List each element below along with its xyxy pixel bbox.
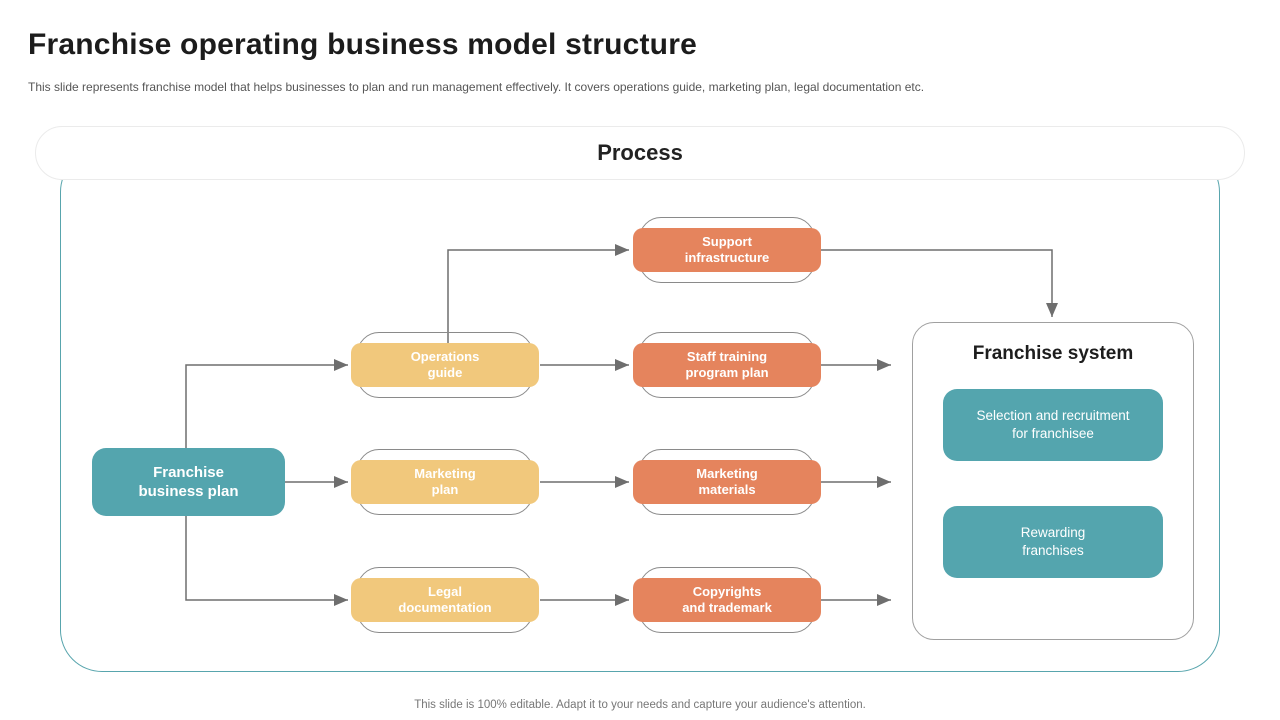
node-staff-training-program-plan: Staff training program plan [633, 332, 821, 398]
node-copyrights-and-trademark: Copyrights and trademark [633, 567, 821, 633]
node-marketing-plan: Marketing plan [351, 449, 539, 515]
step-rewarding-franchises: Rewarding franchises [943, 506, 1163, 578]
node-support-infrastructure: Support infrastructure [633, 217, 821, 283]
node-label-line: and trademark [682, 600, 772, 615]
node-legal-documentation: Legal documentation [351, 567, 539, 633]
node-label-line: plan [431, 482, 459, 497]
step-label-line: franchises [1022, 543, 1084, 558]
step-selection-recruitment: Selection and recruitment for franchisee [943, 389, 1163, 461]
process-header-label: Process [597, 140, 683, 165]
node-label-line: business plan [138, 483, 239, 500]
franchise-system-panel: Franchise system Selection and recruitme… [912, 322, 1194, 640]
node-label-line: Support [702, 234, 752, 249]
step-label-line: for franchisee [1012, 426, 1094, 441]
node-label-line: materials [698, 482, 756, 497]
node-operations-guide: Operations guide [351, 332, 539, 398]
node-label-line: Legal [428, 584, 462, 599]
node-franchise-business-plan: Franchise business plan [92, 448, 285, 516]
slide-subtitle: This slide represents franchise model th… [28, 80, 925, 94]
step-label-line: Selection and recruitment [976, 408, 1130, 423]
node-label-line: Marketing [414, 466, 476, 481]
page-title: Franchise operating business model struc… [28, 28, 697, 61]
node-marketing-materials: Marketing materials [633, 449, 821, 515]
node-label-line: documentation [398, 600, 492, 615]
process-header-bar: Process [35, 126, 1245, 180]
node-label-line: Operations [410, 349, 480, 364]
node-label-line: program plan [685, 365, 769, 380]
slide-footer-note: This slide is 100% editable. Adapt it to… [414, 699, 866, 711]
node-label-line: guide [427, 365, 463, 380]
node-label-line: Staff training [686, 349, 768, 364]
node-label-line: Franchise [153, 464, 224, 481]
step-label-line: Rewarding [1020, 525, 1086, 540]
node-label-line: Copyrights [692, 584, 762, 599]
node-label-line: Marketing [696, 466, 758, 481]
franchise-system-title: Franchise system [972, 343, 1134, 364]
node-label-line: infrastructure [684, 250, 770, 265]
